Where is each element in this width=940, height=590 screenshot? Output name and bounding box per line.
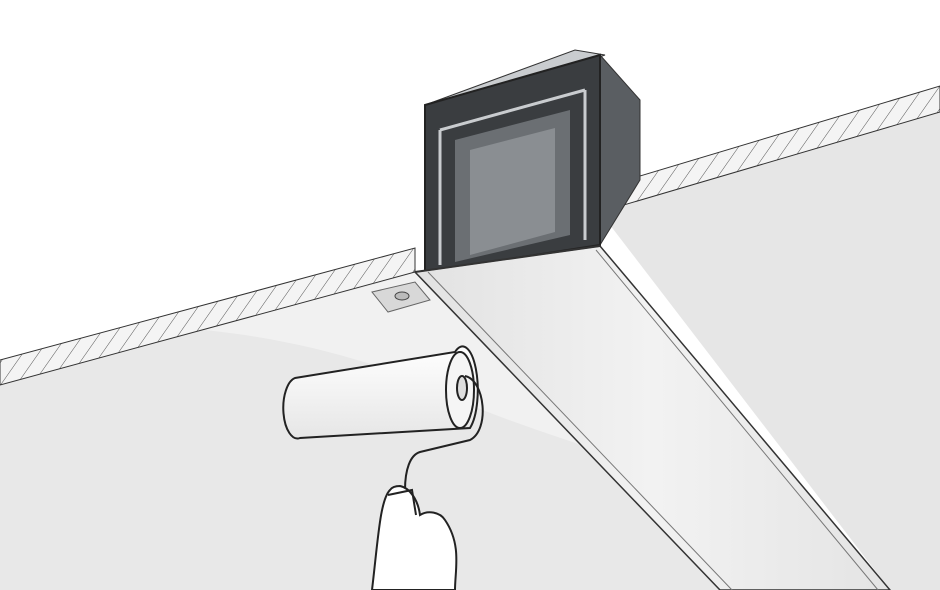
screw-icon: [394, 291, 410, 301]
hand-icon: [370, 484, 458, 590]
diffuser-end: [414, 245, 601, 273]
profile-wall-top: [439, 88, 586, 132]
diffuser-edge-right: [595, 249, 879, 590]
diffuser-edge-left: [427, 271, 733, 590]
profile-inner-shade: [470, 128, 555, 255]
roller-handle-grip: [387, 488, 417, 516]
ceiling-right: [600, 112, 940, 590]
paint-roller-icon: [282, 345, 484, 507]
